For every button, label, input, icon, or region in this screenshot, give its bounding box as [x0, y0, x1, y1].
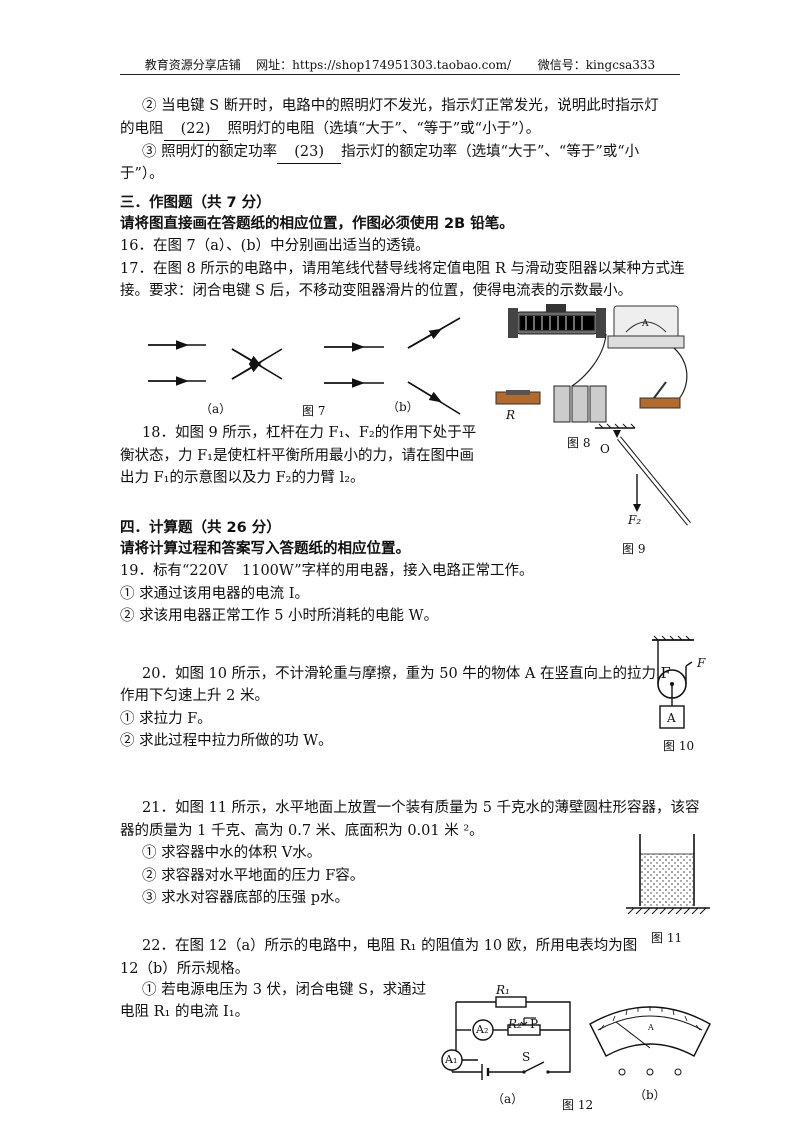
fig10-force-label: F — [697, 656, 706, 670]
fig12-slider-label: P — [530, 1017, 539, 1031]
q17-line2: 接。要求：闭合电键 S 后，不移动变阻器滑片的位置，使得电流表的示数最小。 — [120, 283, 633, 299]
answer-blank-22[interactable]: (22) — [163, 119, 228, 141]
wechat-id: kingcsa333 — [585, 58, 656, 72]
figure-10-pulley — [652, 635, 694, 729]
fig12-ammeter1-label: A₁ — [445, 1053, 458, 1066]
fig12-caption: 图 12 — [562, 1098, 594, 1112]
url-label: 网址： — [256, 58, 293, 72]
q15-line4: 于”）。 — [120, 166, 164, 182]
fig12-ammeter2-label: A₂ — [476, 1023, 489, 1036]
fig7-caption: 图 7 — [302, 404, 326, 418]
figure-7 — [148, 317, 461, 415]
fig8-resistor-label: R — [506, 408, 516, 422]
q21-part1: ① 求容器中水的体积 V水。 — [142, 845, 322, 861]
section3-title: 三．作图题（共 7 分） — [120, 195, 271, 211]
q20-part2: ② 求此过程中拉力所做的功 W。 — [120, 733, 333, 749]
svg-text:A: A — [641, 319, 649, 329]
q20-line1: 20．如图 10 所示，不计滑轮重与摩擦，重为 50 牛的物体 A 在竖直向上的… — [142, 666, 671, 682]
q16-text: 16．在图 7（a）、(b）中分别画出适当的透镜。 — [120, 238, 430, 254]
q18-line2: 衡状态，力 F₁是使杠杆平衡所用最小的力，请在图中画 — [120, 448, 474, 464]
figure-12a-circuit — [441, 996, 571, 1080]
page-header: 教育资源分享店铺 网址：https://shop174951303.taobao… — [120, 56, 680, 73]
q15-line3: ③ 照明灯的额定功率(23)指示灯的额定功率（选填“大于”、“等于”或“小 — [142, 142, 639, 164]
fig9-caption: 图 9 — [622, 542, 646, 556]
q19-text: 19．标有“220V 1100W”字样的用电器，接入电路正常工作。 — [120, 563, 534, 579]
fig9-pivot-label: O — [600, 442, 610, 456]
svg-text:A: A — [647, 1023, 654, 1032]
fig10-caption: 图 10 — [663, 739, 695, 753]
q22-line2: 12（b）所示规格。 — [120, 961, 250, 977]
fig10-block-label: A — [667, 711, 676, 725]
q21-line1: 21．如图 11 所示，水平地面上放置一个装有质量为 5 千克水的薄壁圆柱形容器… — [142, 800, 700, 816]
fig12a-caption: （a） — [492, 1092, 524, 1106]
fig12-r1-label: R₁ — [496, 983, 510, 997]
figure-8-circuit: A — [495, 304, 688, 423]
fig8-caption: 图 8 — [567, 436, 591, 450]
fig7b-caption: （b） — [387, 400, 419, 414]
fig12b-caption: （b） — [634, 1088, 666, 1102]
figure-12b-ammeter-dial: A — [589, 1006, 711, 1076]
fig11-caption: 图 11 — [651, 931, 683, 945]
section4-instructions: 请将计算过程和答案写入答题纸的相应位置。 — [120, 541, 410, 557]
section4-title: 四．计算题（共 26 分） — [120, 520, 281, 536]
header-rule — [120, 74, 680, 75]
shop-url[interactable]: https://shop174951303.taobao.com/ — [292, 58, 511, 72]
q15-line1: ② 当电键 S 断开时，电路中的照明灯不发光，指示灯正常发光，说明此时指示灯 — [142, 98, 659, 114]
figure-11-container — [626, 834, 710, 915]
q22-line1: 22．在图 12（a）所示的电路中，电阻 R₁ 的阻值为 10 欧，所用电表均为… — [142, 938, 638, 954]
fig12-switch-label: S — [522, 1050, 531, 1064]
q22-line3: ① 若电源电压为 3 伏，闭合电键 S，求通过 — [142, 982, 427, 998]
q21-line2: 器的质量为 1 千克、高为 0.7 米、底面积为 0.01 米 ²。 — [120, 823, 484, 839]
q21-part2: ② 求容器对水平地面的压力 F容。 — [142, 868, 365, 884]
q20-line2: 作用下匀速上升 2 米。 — [120, 688, 269, 704]
q18-line1: 18．如图 9 所示，杠杆在力 F₁、F₂的作用下处于平 — [142, 425, 477, 441]
fig7a-caption: （a） — [200, 402, 232, 416]
q22-line4: 电阻 R₁ 的电流 I₁。 — [120, 1004, 250, 1020]
q15-line2: 的电阻(22)照明灯的电阻（选填“大于”、“等于”或“小于”）。 — [120, 119, 540, 141]
q19-part2: ② 求该用电器正常工作 5 小时所消耗的电能 W。 — [120, 608, 439, 624]
q17-line1: 17．在图 8 所示的电路中，请用笔线代替导线将定值电阻 R 与滑动变阻器以某种… — [120, 261, 685, 277]
shop-name: 教育资源分享店铺 — [144, 58, 241, 72]
answer-blank-23[interactable]: (23) — [277, 142, 342, 164]
section3-instructions: 请将图直接画在答题纸的相应位置，作图必须使用 2B 铅笔。 — [120, 216, 514, 232]
q20-part1: ① 求拉力 F。 — [120, 711, 212, 727]
figure-9-lever — [595, 423, 691, 526]
fig9-f2-label: F₂ — [628, 513, 642, 527]
fig12-r2-label: R₂ — [508, 1017, 522, 1031]
q19-part1: ① 求通过该用电器的电流 I。 — [120, 586, 309, 602]
wechat-label: 微信号： — [537, 58, 586, 72]
q18-line3: 出力 F₁的示意图以及力 F₂的力臂 l₂。 — [120, 470, 365, 486]
q21-part3: ③ 求水对容器底部的压强 p水。 — [142, 890, 349, 906]
